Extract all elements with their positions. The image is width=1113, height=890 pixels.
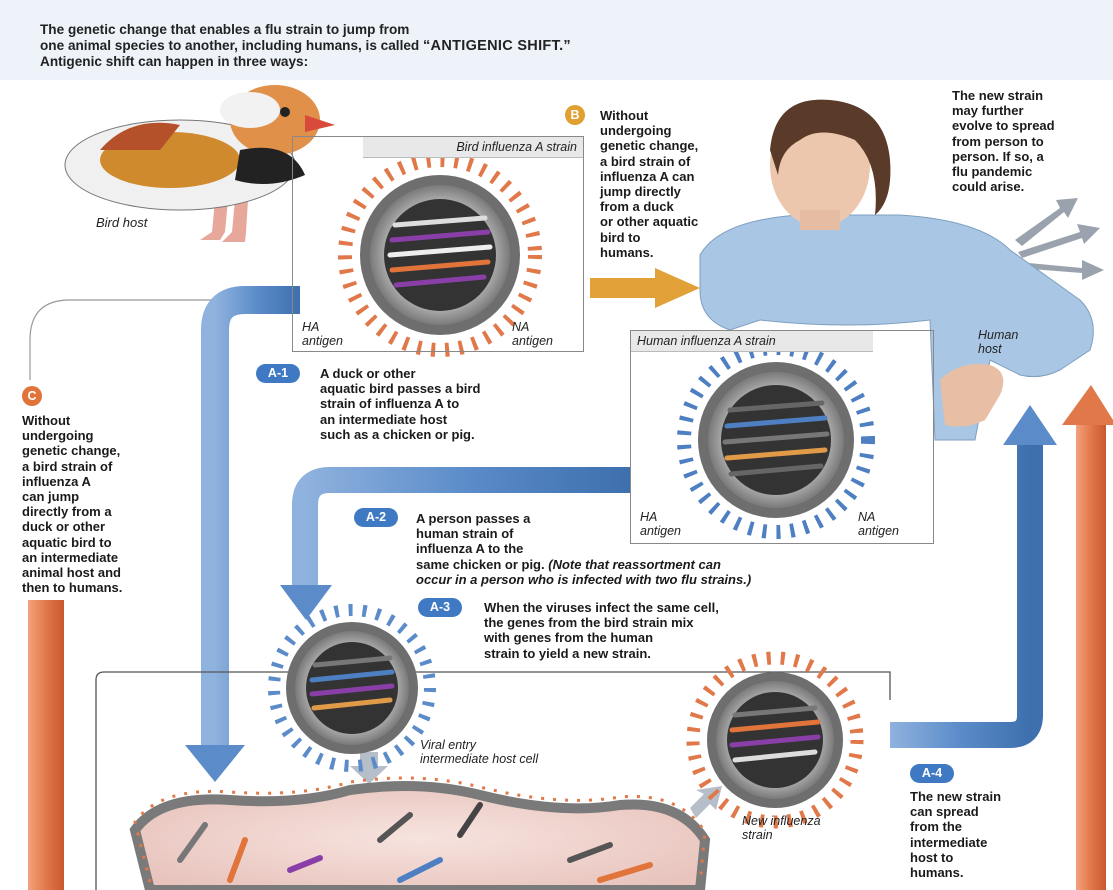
arrow-b-shaft	[590, 278, 660, 298]
bird-ha-label-line2: antigen	[302, 334, 343, 348]
new-strain-label-line2: strain	[742, 828, 821, 842]
title-line2-text: one animal species to another, including…	[40, 38, 423, 53]
step-b-badge: B	[565, 105, 585, 125]
title-emphasis: “ANTIGENIC SHIFT.”	[423, 38, 571, 54]
step-a2-line: influenza A to the	[416, 541, 976, 556]
step-c-line: can jump	[22, 489, 192, 504]
arrow-c-shaft	[28, 600, 64, 890]
arrow-b-head	[655, 268, 700, 308]
step-b-line: from a duck	[600, 199, 770, 214]
title-line3: Antigenic shift can happen in three ways…	[40, 54, 920, 70]
step-b-line: Without	[600, 108, 770, 123]
step-a3-text: When the viruses infect the same cell, t…	[484, 600, 904, 661]
step-c-line: animal host and	[22, 565, 192, 580]
pandemic-note: The new strain may further evolve to spr…	[952, 88, 1112, 194]
step-a3-line: strain to yield a new strain.	[484, 646, 904, 661]
step-b-line: a bird strain of	[600, 154, 770, 169]
bird-host-label: Bird host	[96, 215, 147, 230]
step-a1-line: such as a chicken or pig.	[320, 427, 580, 442]
step-a1-text: A duck or other aquatic bird passes a bi…	[320, 366, 580, 442]
step-a4-line: from the	[910, 819, 1060, 834]
pandemic-note-line: may further	[952, 103, 1112, 118]
step-a2-badge: A-2	[354, 508, 398, 527]
human-host-label: Human host	[978, 328, 1018, 356]
step-a4-line: humans.	[910, 865, 1060, 880]
step-c-line: genetic change,	[22, 443, 192, 458]
bird-na-label-line2: antigen	[512, 334, 553, 348]
arrow-right-orange-shaft	[1076, 420, 1106, 890]
step-a1-line: an intermediate host	[320, 412, 580, 427]
step-c-line: then to humans.	[22, 580, 192, 595]
arrow-a4-head	[1003, 405, 1057, 445]
step-c-text: Without undergoing genetic change, a bir…	[22, 413, 192, 595]
step-b-line: influenza A can	[600, 169, 770, 184]
step-a3-line: the genes from the bird strain mix	[484, 615, 904, 630]
step-a1-line: A duck or other	[320, 366, 580, 381]
step-a2-note: (Note that reassortment can	[548, 557, 721, 572]
new-strain-label: New influenza strain	[742, 814, 821, 842]
pandemic-note-line: evolve to spread	[952, 118, 1112, 133]
step-a3-line: When the viruses infect the same cell,	[484, 600, 904, 615]
step-b-line: bird to	[600, 230, 770, 245]
step-c-line: aquatic bird to	[22, 535, 192, 550]
new-strain-label-line1: New influenza	[742, 814, 821, 828]
pandemic-note-line: flu pandemic	[952, 164, 1112, 179]
arrow-a1-head	[185, 745, 245, 782]
step-a3-badge: A-3	[418, 598, 462, 617]
title-line1: The genetic change that enables a flu st…	[40, 22, 920, 38]
step-b-line: undergoing	[600, 123, 770, 138]
title-line2: one animal species to another, including…	[40, 38, 920, 55]
step-b-line: jump directly	[600, 184, 770, 199]
host-cell-graphic	[135, 778, 705, 890]
step-b-line: humans.	[600, 245, 770, 260]
step-a4-text: The new strain can spread from the inter…	[910, 789, 1060, 880]
step-b-line: or other aquatic	[600, 214, 770, 229]
step-c-line: influenza A	[22, 474, 192, 489]
step-a1-line: strain of influenza A to	[320, 396, 580, 411]
step-a3-line: with genes from the human	[484, 630, 904, 645]
step-a4-line: The new strain	[910, 789, 1060, 804]
bird-ha-label-line1: HA	[302, 320, 343, 334]
step-a2-line: same chicken or pig.	[416, 557, 545, 572]
step-b-text: Without undergoing genetic change, a bir…	[600, 108, 770, 260]
bird-ha-label: HA antigen	[302, 320, 343, 348]
step-c-line: duck or other	[22, 519, 192, 534]
step-c-line: a bird strain of	[22, 459, 192, 474]
pandemic-note-line: could arise.	[952, 179, 1112, 194]
step-a2-note: occur in a person who is infected with t…	[416, 572, 976, 587]
step-c-badge: C	[22, 386, 42, 406]
step-c-line: directly from a	[22, 504, 192, 519]
step-a4-line: can spread	[910, 804, 1060, 819]
step-a4-badge: A-4	[910, 764, 954, 783]
bird-na-label-line1: NA	[512, 320, 553, 334]
bird-strain-header: Bird influenza A strain	[363, 137, 583, 158]
step-c-line: an intermediate	[22, 550, 192, 565]
mixed-virus-graphic	[274, 610, 430, 766]
step-c-line: Without	[22, 413, 192, 428]
human-host-label-line1: Human	[978, 328, 1018, 342]
viral-entry-arrow	[350, 752, 388, 784]
step-a1-line: aquatic bird passes a bird	[320, 381, 580, 396]
step-a2-text: A person passes a human strain of influe…	[416, 511, 976, 587]
step-b-line: genetic change,	[600, 138, 770, 153]
step-c-line: undergoing	[22, 428, 192, 443]
pandemic-note-line: The new strain	[952, 88, 1112, 103]
viral-entry-label-line2: intermediate host cell	[420, 752, 538, 766]
step-a4-line: host to	[910, 850, 1060, 865]
bird-na-label: NA antigen	[512, 320, 553, 348]
pandemic-note-line: person. If so, a	[952, 149, 1112, 164]
viral-entry-label: Viral entry intermediate host cell	[420, 738, 538, 766]
step-a4-line: intermediate	[910, 835, 1060, 850]
step-a2-line: A person passes a	[416, 511, 976, 526]
viral-entry-label-line1: Viral entry	[420, 738, 538, 752]
pandemic-note-line: from person to	[952, 134, 1112, 149]
human-host-label-line2: host	[978, 342, 1018, 356]
human-strain-header: Human influenza A strain	[631, 331, 873, 352]
step-a1-badge: A-1	[256, 364, 300, 383]
arrow-right-orange-head	[1062, 385, 1113, 425]
page-title: The genetic change that enables a flu st…	[40, 22, 920, 70]
step-a2-line: human strain of	[416, 526, 976, 541]
step-a2-line-with-note: same chicken or pig. (Note that reassort…	[416, 557, 976, 572]
